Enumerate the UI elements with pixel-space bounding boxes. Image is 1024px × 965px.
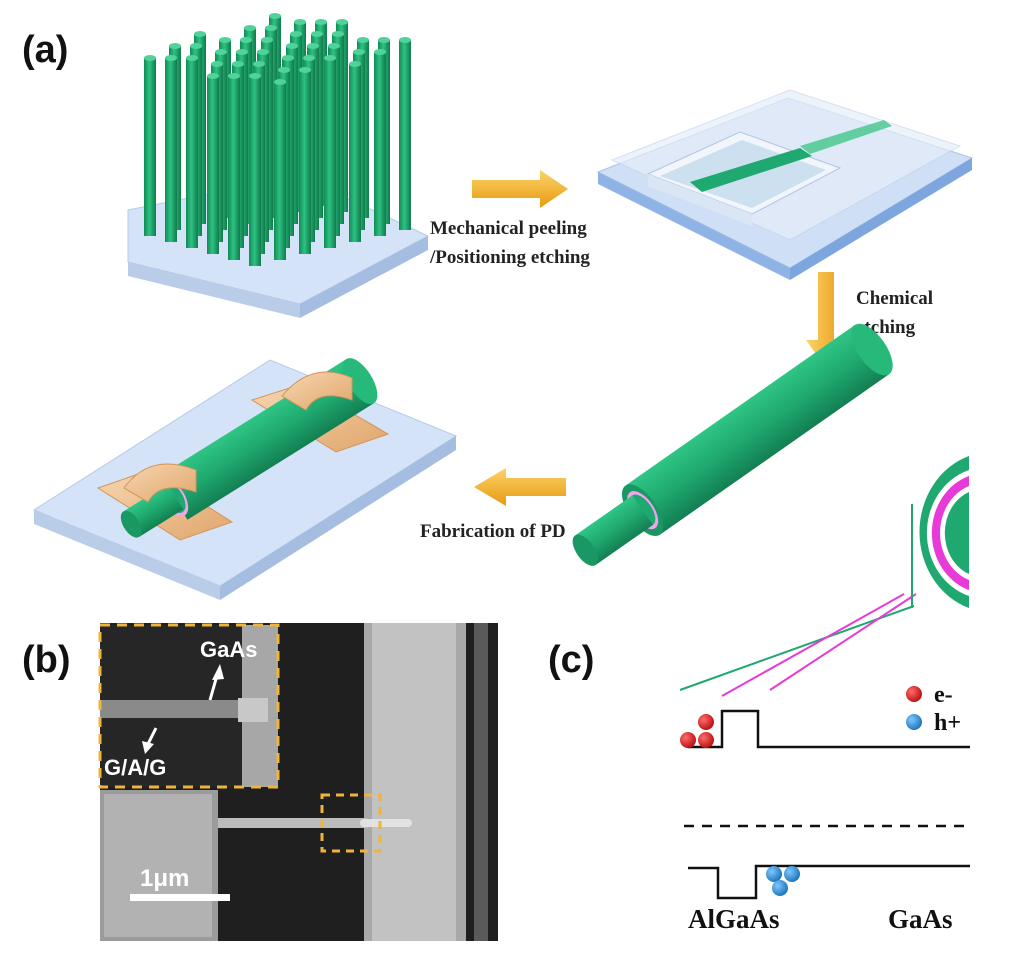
nanowire-rod-top <box>194 31 206 37</box>
step-chem-line1: Chemical <box>856 288 933 309</box>
nanowire-rod-top <box>378 37 390 43</box>
band-label-algaas: AlGaAs <box>688 904 780 934</box>
nanowire-rod-top <box>399 37 411 43</box>
nanowire-rod-top <box>190 43 202 49</box>
nanowire-rod-top <box>303 55 315 61</box>
nanowire-rod-top <box>269 13 281 19</box>
core-shell-nanowire-icon <box>572 323 969 608</box>
nanowire-rod-top <box>240 37 252 43</box>
nanowire-rod <box>186 58 198 248</box>
nanowire-rod-top <box>336 19 348 25</box>
legend-hole-label: h+ <box>934 710 961 736</box>
sem-label-gag: G/A/G <box>104 755 166 780</box>
nanowire-rod-top <box>357 37 369 43</box>
electron-icon <box>680 732 696 748</box>
step-fabrication: Fabrication of PD <box>420 521 566 542</box>
nanowire-rod <box>324 58 336 248</box>
nanowire-array-icon <box>127 13 430 318</box>
nanowire-rod-top <box>286 43 298 49</box>
panel-label-b: (b) <box>22 639 71 681</box>
nanowire-rod <box>399 40 411 230</box>
nanowire-rod-top <box>328 43 340 49</box>
legend-electron-icon <box>906 686 922 702</box>
nanowire-rod-top <box>299 67 311 73</box>
nanowire-rod-top <box>353 49 365 55</box>
nanowire-rod <box>274 82 286 260</box>
nanowire-rod-top <box>349 61 361 67</box>
panel-label-c: (c) <box>548 639 594 681</box>
nanowire-rod-top <box>144 55 156 61</box>
panel-label-a: (a) <box>22 29 68 71</box>
nanowire-rod <box>144 58 156 236</box>
nanowire-rod <box>165 58 177 242</box>
legend-electron-label: e- <box>934 682 953 708</box>
nanowire-rod-top <box>261 37 273 43</box>
band-diagram <box>679 504 970 900</box>
nanowire-rod-top <box>215 49 227 55</box>
scale-bar-label: 1μm <box>140 865 189 892</box>
arrow-left-icon <box>474 468 566 506</box>
nanowire-rod-top <box>165 55 177 61</box>
hole-icon <box>766 866 782 882</box>
nanowire-rod-top <box>315 19 327 25</box>
nanowire-rod-top <box>278 67 290 73</box>
arrow-right-icon <box>472 170 568 208</box>
nanowire-rod-top <box>236 49 248 55</box>
nanowire-rod-top <box>274 79 286 85</box>
nanowire-rod-top <box>282 55 294 61</box>
nanowire-rod <box>228 76 240 260</box>
scale-bar <box>130 894 230 901</box>
nanowire-rod-top <box>228 73 240 79</box>
nanowire-rod <box>249 76 261 266</box>
legend-hole-icon <box>906 714 922 730</box>
nanowire-rod-top <box>186 55 198 61</box>
nanowire-rod-top <box>294 19 306 25</box>
nanowire-rod-top <box>169 43 181 49</box>
nanowire-rod-top <box>219 37 231 43</box>
nanowire-rod <box>374 52 386 236</box>
nanowire-rod-top <box>207 73 219 79</box>
nanowire-rod <box>349 64 361 242</box>
nanowire-rod-top <box>253 61 265 67</box>
nanowire-rod-top <box>290 31 302 37</box>
nanowire-rod-top <box>232 61 244 67</box>
nanowire-rod-top <box>257 49 269 55</box>
nanowire-rod-top <box>244 25 256 31</box>
step-peeling-line2: /Positioning etching <box>429 247 590 268</box>
photodetector-device-icon <box>32 358 458 600</box>
nanowire-rod-top <box>324 55 336 61</box>
nanowire-rod-top <box>265 25 277 31</box>
nanowire-rod-top <box>311 31 323 37</box>
nanowire-rod-top <box>249 73 261 79</box>
nanowire-rod-top <box>374 49 386 55</box>
peeled-nanowire-icon <box>596 89 974 280</box>
band-label-gaas: GaAs <box>888 904 953 934</box>
nanowire-rod <box>207 76 219 254</box>
nanowire-rod-top <box>332 31 344 37</box>
sem-label-gaas: GaAs <box>200 637 257 662</box>
nanowire-rod <box>299 70 311 254</box>
nanowire-rod-top <box>211 61 223 67</box>
sem-image <box>98 623 498 941</box>
step-peeling-line1: Mechanical peeling <box>430 218 587 239</box>
nanowire-rod-top <box>307 43 319 49</box>
